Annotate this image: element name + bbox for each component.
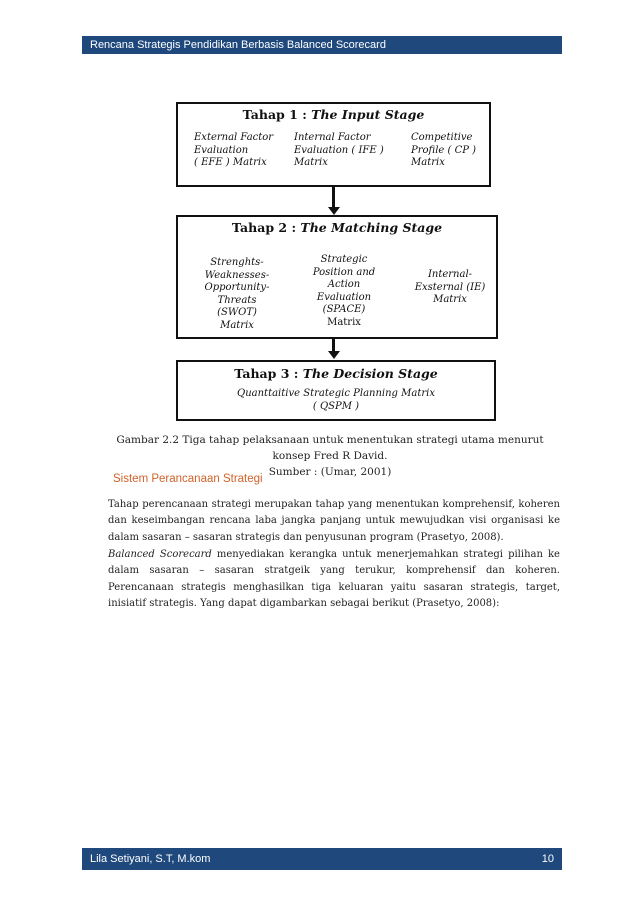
paragraph-2-text: menyediakan kerangka untuk menerjemahkan…: [108, 549, 560, 610]
paragraph-1: Tahap perencanaan strategi merupakan tah…: [108, 499, 560, 543]
arrow-2-head: [327, 351, 340, 359]
arrow-1-line: [332, 187, 335, 208]
stage-1-box: Tahap 1 : The Input Stage External Facto…: [176, 102, 491, 187]
header-bar: Rencana Strategis Pendidikan Berbasis Ba…: [82, 36, 562, 54]
qspm-label: Quanttaitive Strategic Planning Matrix( …: [237, 388, 435, 412]
header-title: Rencana Strategis Pendidikan Berbasis Ba…: [90, 39, 386, 51]
ie-matrix-label: Internal-Exsternal (IE)Matrix: [414, 269, 486, 305]
stage-2-box: Tahap 2 : The Matching Stage Strenghts-W…: [176, 215, 498, 339]
arrow-2-line: [332, 339, 335, 352]
stage-2-title: Tahap 2 : The Matching Stage: [231, 220, 443, 235]
caption-line-1: Gambar 2.2 Tiga tahap pelaksanaan untuk …: [116, 434, 544, 462]
figure-caption: Gambar 2.2 Tiga tahap pelaksanaan untuk …: [110, 432, 550, 480]
stage-3-box: Tahap 3 : The Decision Stage Quanttaitiv…: [176, 360, 496, 421]
section-heading: Sistem Perancanaan Strategi: [113, 473, 263, 485]
stage-3-title: Tahap 3 : The Decision Stage: [234, 366, 438, 381]
swot-matrix-label: Strenghts-Weaknesses-Opportunity-Threats…: [204, 257, 270, 331]
caption-source: Sumber : (Umar, 2001): [268, 466, 392, 478]
page-number: 10: [541, 853, 554, 865]
arrow-1-head: [327, 207, 340, 215]
stage-1-title: Tahap 1 : The Input Stage: [242, 107, 425, 122]
footer-bar: Lila Setiyani, S.T, M.kom 10: [82, 848, 562, 870]
paragraph-2-italic: Balanced Scorecard: [108, 549, 212, 560]
paragraph-2: Balanced Scorecard menyediakan kerangka …: [108, 547, 560, 613]
footer-author: Lila Setiyani, S.T, M.kom: [90, 853, 211, 865]
